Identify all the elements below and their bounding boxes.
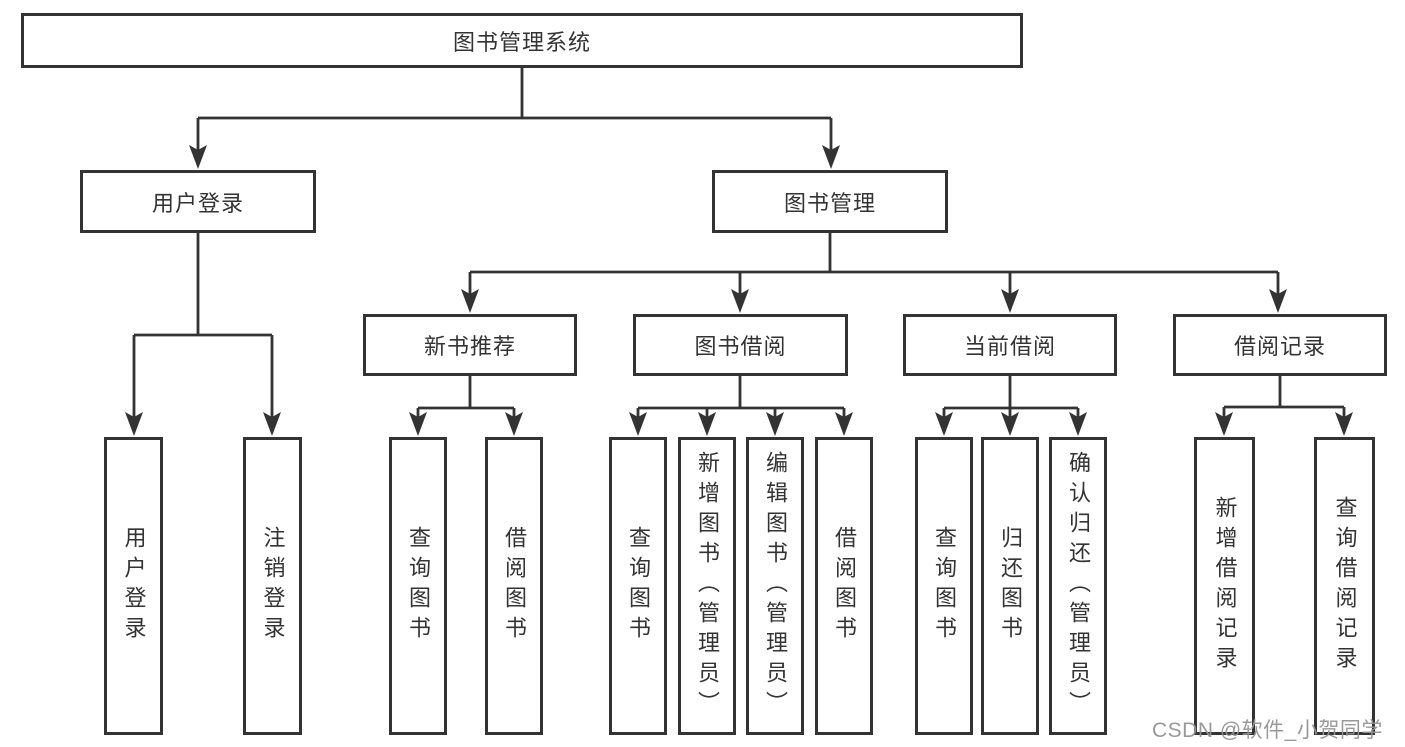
node-book-borrowing-label: 图书借阅: [694, 334, 787, 359]
node-root: 图书管理系统: [21, 13, 1023, 68]
connector-book-borrowing: [636, 376, 846, 418]
node-book-borrowing: 图书借阅: [633, 314, 848, 376]
leaf-return-book: 归还图书: [981, 437, 1039, 735]
connector-new-book-recommend: [416, 376, 516, 418]
connector-borrowing-records: [1222, 376, 1346, 418]
arrowheads: [125, 145, 1353, 436]
leaf-logout-label: 注销登录: [260, 526, 286, 646]
node-borrowing-records-label: 借阅记录: [1233, 334, 1326, 359]
leaf-add-book-admin: 新增图书（管理员）: [678, 437, 736, 735]
leaf-logout: 注销登录: [243, 437, 302, 735]
leaf-borrow-book-borrow-label: 借阅图书: [832, 526, 857, 646]
leaf-borrow-book-newrec-label: 借阅图书: [502, 526, 527, 646]
node-book-management: 图书管理: [712, 170, 948, 233]
leaf-query-book-newrec-label: 查询图书: [406, 526, 431, 646]
leaf-add-book-admin-label: 新增图书（管理员）: [695, 451, 720, 721]
leaf-query-book-borrow: 查询图书: [609, 437, 667, 735]
leaf-query-book-current-label: 查询图书: [932, 526, 957, 646]
watermark: CSDN @软件_小贺同学: [1152, 719, 1383, 742]
leaf-confirm-return-admin-label: 确认归还（管理员）: [1066, 451, 1091, 721]
leaf-add-borrow-record-label: 新增借阅记录: [1212, 496, 1238, 676]
connector-root: [196, 68, 833, 150]
node-user-login: 用户登录: [80, 170, 316, 233]
connector-current-borrowing: [942, 376, 1080, 418]
leaf-query-book-current: 查询图书: [915, 437, 973, 735]
node-new-book-recommend: 新书推荐: [363, 314, 577, 376]
leaf-user-login: 用户登录: [104, 437, 163, 735]
leaf-edit-book-admin-label: 编辑图书（管理员）: [763, 451, 788, 721]
node-user-login-label: 用户登录: [151, 190, 244, 216]
leaf-query-borrow-record: 查询借阅记录: [1314, 437, 1375, 735]
node-book-management-label: 图书管理: [783, 190, 876, 216]
leaf-borrow-book-borrow: 借阅图书: [815, 437, 873, 735]
connector-user-login: [132, 233, 274, 418]
leaf-borrow-book-newrec: 借阅图书: [485, 437, 543, 735]
leaf-user-login-label: 用户登录: [121, 526, 147, 646]
node-current-borrowing: 当前借阅: [903, 314, 1117, 376]
node-current-borrowing-label: 当前借阅: [963, 334, 1056, 359]
leaf-query-book-newrec: 查询图书: [389, 437, 447, 735]
leaf-return-book-label: 归还图书: [998, 526, 1023, 646]
leaf-confirm-return-admin: 确认归还（管理员）: [1049, 437, 1107, 735]
leaf-query-book-borrow-label: 查询图书: [626, 526, 651, 646]
connector-book-management: [468, 233, 1280, 295]
leaf-add-borrow-record: 新增借阅记录: [1194, 437, 1255, 735]
leaf-query-borrow-record-label: 查询借阅记录: [1332, 496, 1358, 676]
leaf-edit-book-admin: 编辑图书（管理员）: [746, 437, 804, 735]
node-new-book-recommend-label: 新书推荐: [423, 334, 516, 359]
node-root-label: 图书管理系统: [452, 29, 591, 55]
node-borrowing-records: 借阅记录: [1173, 314, 1387, 376]
